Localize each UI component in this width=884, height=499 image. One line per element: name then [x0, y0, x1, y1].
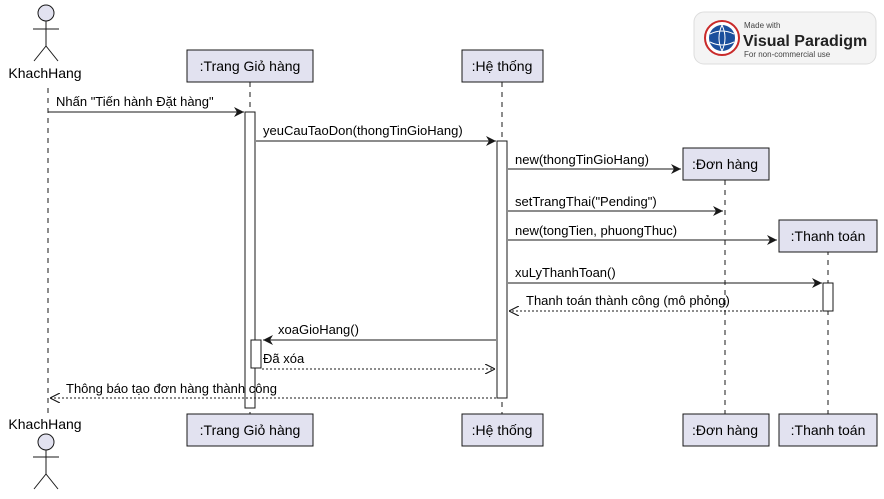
message-label: xuLyThanhToan()	[515, 265, 616, 280]
watermark-note: For non-commercial use	[744, 50, 831, 59]
participant-label: :Thanh toán	[791, 422, 866, 438]
activation-cart-nested	[250, 339, 262, 369]
participant-order-bottom: :Đơn hàng	[682, 413, 770, 447]
participant-payment-bottom: :Thanh toán	[778, 413, 878, 447]
visual-paradigm-watermark: Made with Visual Paradigm For non-commer…	[693, 11, 877, 65]
actor-label-top: KhachHang	[8, 65, 81, 81]
stick-figure-icon	[33, 4, 59, 62]
message-label: setTrangThai("Pending")	[515, 194, 657, 209]
message-label: new(tongTien, phuongThuc)	[515, 223, 677, 238]
participant-payment-create: :Thanh toán	[778, 219, 878, 253]
message-3: new(thongTinGioHang)	[508, 152, 681, 174]
participant-label: :Trang Giỏ hàng	[200, 422, 301, 438]
participant-cart-top: :Trang Giỏ hàng	[186, 49, 314, 83]
message-6: xuLyThanhToan()	[508, 265, 822, 288]
message-8: xoaGioHang()	[263, 322, 496, 345]
participant-system-bottom: :Hệ thống	[461, 413, 544, 447]
actor-khachhang-top: KhachHang	[8, 4, 82, 81]
activation-payment	[822, 282, 834, 312]
message-label: Nhấn "Tiến hành Đặt hàng"	[56, 94, 214, 109]
stick-figure-icon	[33, 433, 59, 490]
message-label: Đã xóa	[263, 351, 305, 366]
message-label: new(thongTinGioHang)	[515, 152, 649, 167]
message-label: xoaGioHang()	[278, 322, 359, 337]
participant-order-create: :Đơn hàng	[682, 147, 770, 181]
participant-label: :Hệ thống	[472, 58, 533, 74]
message-10: Thông báo tạo đơn hàng thành công	[50, 381, 496, 398]
watermark-brand: Visual Paradigm	[743, 33, 867, 50]
message-4: setTrangThai("Pending")	[508, 194, 723, 216]
message-label: Thông báo tạo đơn hàng thành công	[66, 381, 277, 396]
participant-label: :Đơn hàng	[692, 156, 758, 172]
activation-cart	[244, 111, 256, 409]
actor-khachhang-bottom: KhachHang	[8, 416, 82, 490]
participant-label: :Hệ thống	[472, 422, 533, 438]
message-label: Thanh toán thành công (mô phỏng)	[526, 293, 730, 308]
message-5: new(tongTien, phuongThuc)	[508, 223, 777, 245]
globe-logo-icon	[704, 20, 740, 56]
message-label: yeuCauTaoDon(thongTinGioHang)	[263, 123, 463, 138]
message-2: yeuCauTaoDon(thongTinGioHang)	[256, 123, 496, 146]
participant-cart-bottom: :Trang Giỏ hàng	[186, 413, 314, 447]
activation-system	[496, 140, 508, 399]
actor-label-bottom: KhachHang	[8, 416, 81, 432]
watermark-made-with: Made with	[744, 21, 780, 30]
participant-label: :Thanh toán	[791, 228, 866, 244]
message-7: Thanh toán thành công (mô phỏng)	[509, 293, 822, 311]
message-1: Nhấn "Tiến hành Đặt hàng"	[48, 94, 244, 117]
message-9: Đã xóa	[262, 351, 495, 369]
participant-label: :Trang Giỏ hàng	[200, 58, 301, 74]
participant-label: :Đơn hàng	[692, 422, 758, 438]
participant-system-top: :Hệ thống	[461, 49, 544, 83]
